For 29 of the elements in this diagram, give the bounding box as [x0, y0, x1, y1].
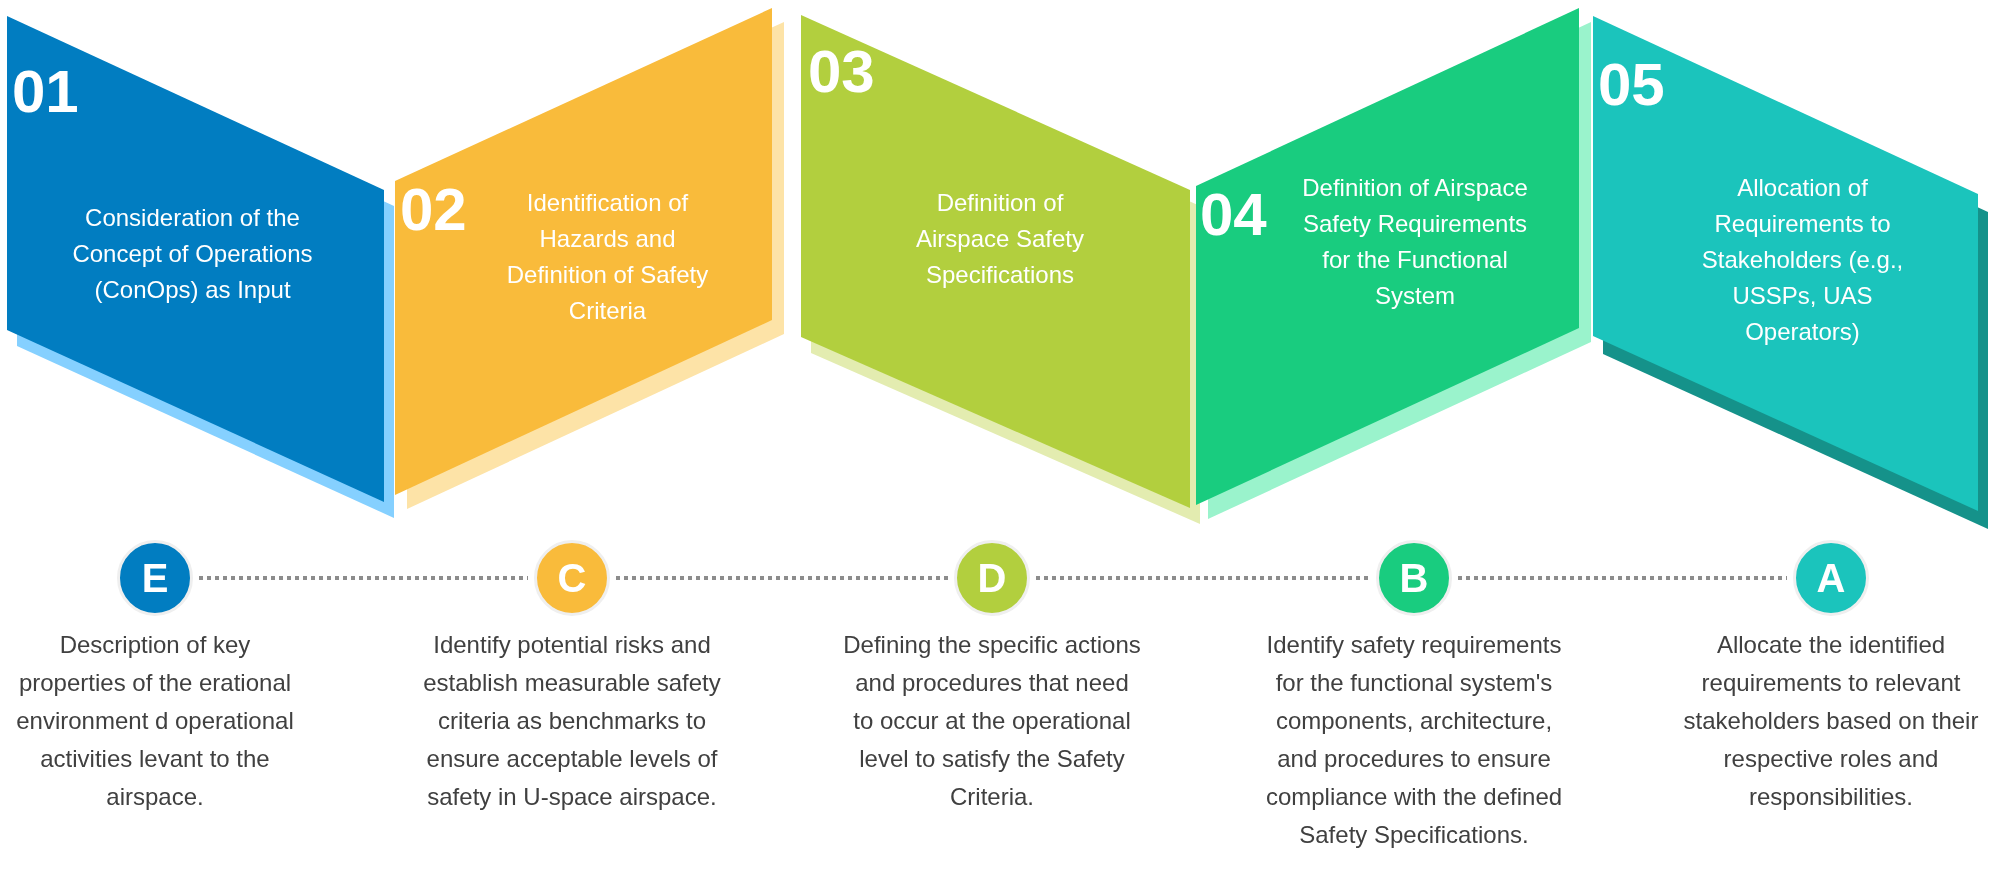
- dotted-connector: [616, 576, 948, 580]
- dotted-connector: [1036, 576, 1370, 580]
- chevron-panel: [7, 16, 394, 518]
- step-number: 05: [1598, 55, 1665, 115]
- step-description: Description of key properties of the erational environment d operational activities levant to the airspace.: [15, 630, 295, 812]
- chevron-panel: [1196, 8, 1591, 519]
- chevron-panel: [395, 8, 784, 509]
- chevron-panel: [1593, 16, 1988, 529]
- chevron-panel: [801, 15, 1200, 524]
- step-number: 04: [1200, 185, 1267, 245]
- step-title: Identification of Hazards and Definition of Safety Criteria: [505, 188, 710, 326]
- step-description: Allocate the identified requirements to relevant stakeholders based on their respective roles and responsibilities.: [1682, 630, 1980, 812]
- step-number: 03: [808, 42, 875, 102]
- letter-badge: D: [954, 540, 1030, 616]
- letter-badge: C: [534, 540, 610, 616]
- step-title: Allocation of Requirements to Stakeholders (e.g., USSPs, UAS Operators): [1700, 173, 1905, 347]
- step-description: Identify potential risks and establish measurable safety criteria as benchmarks to ensure acceptable levels of safety in U-space airspace.: [422, 630, 722, 812]
- step-title: Definition of Airspace Safety Specifications: [914, 188, 1086, 290]
- step-description: Defining the specific actions and procedures that need to occur at the operational level to satisfy the Safety Criteria.: [842, 630, 1142, 812]
- step-number: 01: [12, 62, 79, 122]
- letter-badge: E: [117, 540, 193, 616]
- dotted-connector: [199, 576, 528, 580]
- step-title: Definition of Airspace Safety Requirements for the Functional System: [1301, 173, 1529, 311]
- step-description: Identify safety requirements for the functional system's components, architecture, and procedures to ensure compliance with the defined Safety Specifications.: [1264, 630, 1564, 850]
- step-title: Consideration of the Concept of Operations (ConOps) as Input: [71, 203, 314, 305]
- dotted-connector: [1458, 576, 1787, 580]
- letter-badge: A: [1793, 540, 1869, 616]
- step-number: 02: [400, 180, 467, 240]
- letter-badge: B: [1376, 540, 1452, 616]
